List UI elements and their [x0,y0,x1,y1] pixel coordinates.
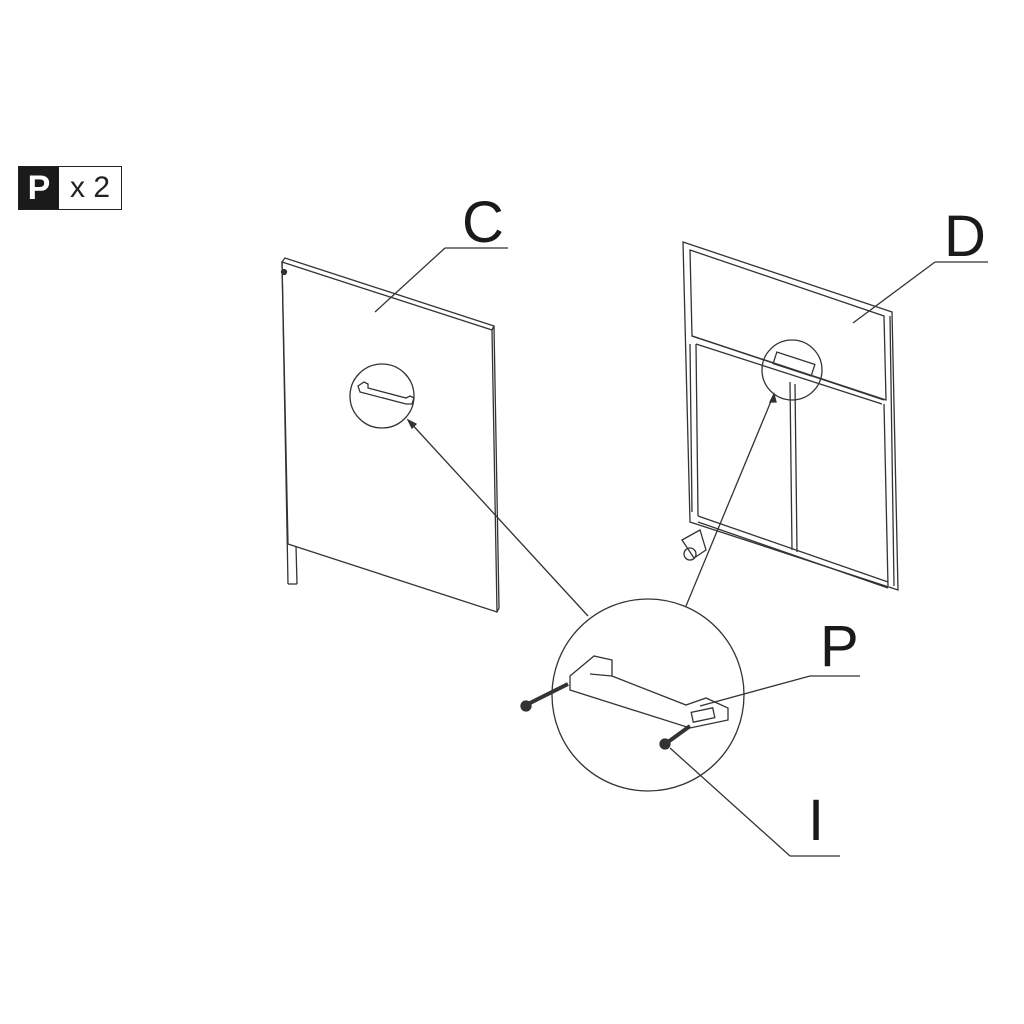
detail-callout [406,392,860,857]
quantity-badge: P x 2 [18,166,122,210]
part-letter: P [19,167,59,209]
frame-d [681,241,988,591]
label-d: D [944,204,986,269]
label-p: P [820,614,859,679]
label-i: I [808,788,825,853]
part-count: x 2 [59,167,121,209]
panel-c [280,247,508,613]
label-c: C [462,190,504,255]
